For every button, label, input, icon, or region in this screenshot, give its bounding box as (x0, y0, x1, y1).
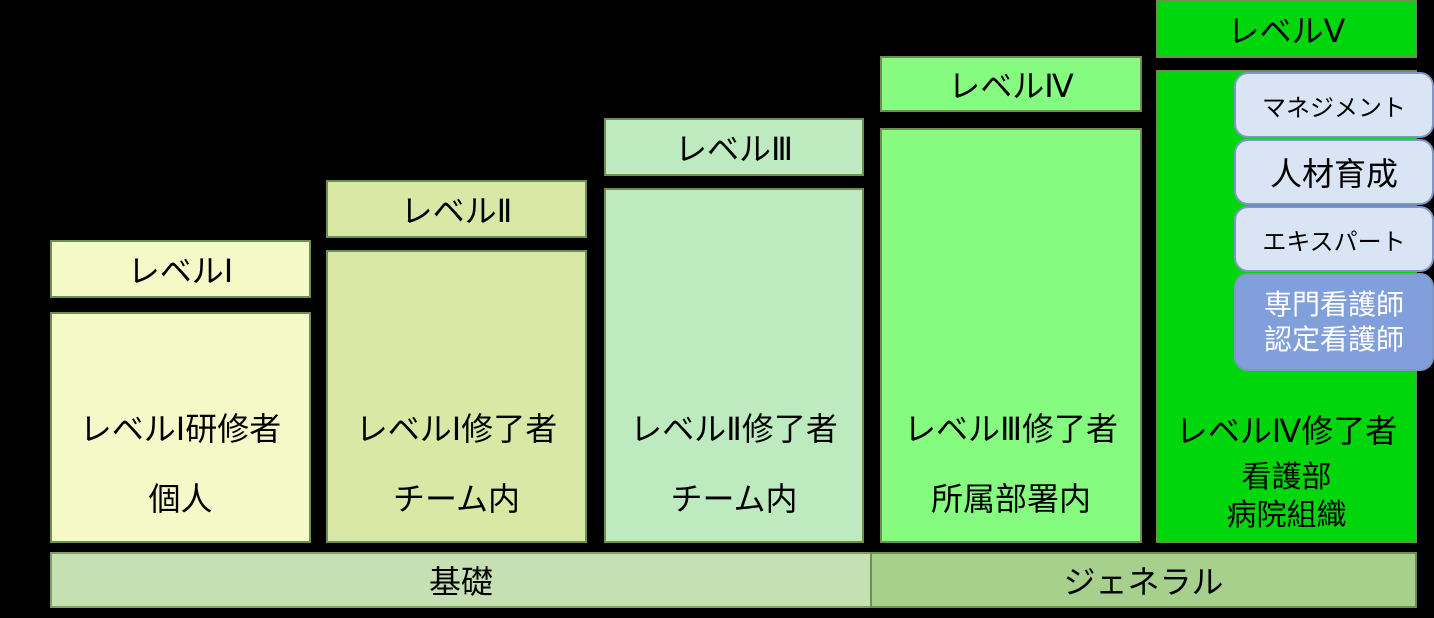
level2-header: レベルⅡ (326, 180, 587, 238)
role-management: マネジメント (1234, 72, 1434, 138)
level2-header-label: レベルⅡ (400, 192, 513, 230)
role-management-label: マネジメント (1262, 93, 1406, 122)
role-specialist-nurse-label: 専門看護師 (1263, 288, 1404, 321)
level2-scope: チーム内 (392, 480, 521, 518)
role-certified-nurse-label: 認定看護師 (1263, 323, 1404, 356)
role-expert-label: エキスパート (1262, 227, 1406, 256)
general-bar: ジェネラル (870, 552, 1417, 608)
level3-target: レベルⅡ修了者 (630, 410, 838, 448)
level3-header-label: レベルⅢ (674, 130, 794, 168)
level3-header: レベルⅢ (604, 118, 864, 176)
level1-panel: レベルⅠ研修者 個人 (50, 312, 311, 543)
level1-header-label: レベルⅠ (127, 252, 234, 290)
level1-target: レベルⅠ研修者 (79, 410, 282, 448)
role-hr-development-label: 人材育成 (1269, 155, 1398, 193)
level5-header: レベルⅤ (1156, 0, 1417, 58)
level5-header-label: レベルⅤ (1227, 12, 1346, 50)
level5-scope-hospital: 病院組織 (1226, 498, 1347, 533)
general-bar-label: ジェネラル (1063, 563, 1224, 601)
level4-header-label: レベルⅣ (948, 67, 1074, 105)
role-hr-development: 人材育成 (1234, 139, 1434, 205)
level4-scope: 所属部署内 (930, 480, 1091, 518)
level4-target: レベルⅢ修了者 (903, 410, 1119, 448)
role-expert: エキスパート (1234, 206, 1434, 272)
level5-target: レベルⅣ修了者 (1175, 412, 1398, 450)
level5-scope-nursing: 看護部 (1241, 460, 1332, 495)
level4-header: レベルⅣ (880, 56, 1142, 112)
level2-target: レベルⅠ修了者 (355, 410, 558, 448)
level1-scope: 個人 (148, 480, 213, 518)
level3-panel: レベルⅡ修了者 チーム内 (604, 188, 864, 543)
basic-bar-label: 基礎 (428, 563, 493, 601)
level4-panel: レベルⅢ修了者 所属部署内 (880, 128, 1142, 543)
basic-bar: 基礎 (50, 552, 872, 608)
level1-header: レベルⅠ (50, 240, 311, 298)
role-certified-nurses: 専門看護師 認定看護師 (1234, 273, 1434, 371)
level3-scope: チーム内 (670, 480, 798, 518)
level2-panel: レベルⅠ修了者 チーム内 (326, 250, 587, 543)
